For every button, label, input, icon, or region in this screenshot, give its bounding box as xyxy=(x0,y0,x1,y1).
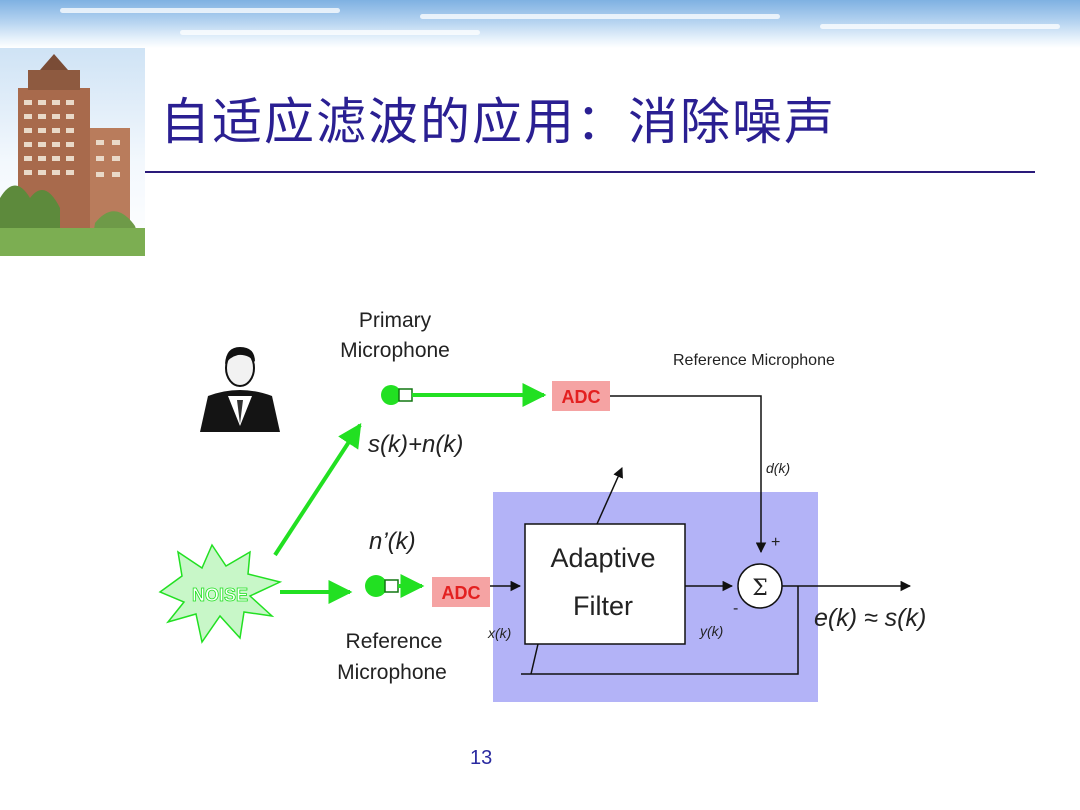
minus-sign: - xyxy=(733,600,738,617)
adaptive-filter-label-1: Adaptive xyxy=(550,543,655,573)
output-error-label: e(k) ≈ s(k) xyxy=(814,604,926,632)
reference-microphone-icon xyxy=(365,575,387,597)
primary-mic-label-1: Primary xyxy=(359,309,432,332)
adaptive-filter-label-2: Filter xyxy=(573,591,633,621)
reference-mic-top-label: Reference Microphone xyxy=(673,352,835,369)
adc-reference-box xyxy=(432,577,490,607)
page-number: 13 xyxy=(470,747,493,769)
campus-building-photo xyxy=(0,48,145,256)
reference-mic-label-1: Reference xyxy=(346,630,443,653)
title-underline xyxy=(145,171,1035,173)
noise-prime-label: n’(k) xyxy=(369,528,416,555)
header-sky-banner xyxy=(0,0,1080,48)
noise-cancellation-diagram: Primary Microphone ADC Reference Microph… xyxy=(158,309,926,702)
slide-title: 自适应滤波的应用：消除噪声 xyxy=(160,93,836,151)
speaker-person-icon xyxy=(200,347,280,432)
signal-plus-noise-label: s(k)+n(k) xyxy=(368,431,463,458)
adc-primary-label: ADC xyxy=(562,387,601,407)
noise-source-burst xyxy=(158,543,283,644)
y-label: y(k) xyxy=(699,623,723,639)
primary-mic-label-2: Microphone xyxy=(340,339,450,362)
adc-primary-box xyxy=(552,381,610,411)
noise-label: NOISE xyxy=(192,585,248,605)
adc-reference-label: ADC xyxy=(442,583,481,603)
d-label: d(k) xyxy=(766,460,790,476)
adaptive-filter-box xyxy=(524,523,686,645)
sum-symbol: Σ xyxy=(752,576,768,601)
x-label: x(k) xyxy=(487,625,511,641)
plus-sign: + xyxy=(771,534,780,551)
primary-microphone-icon xyxy=(381,385,401,405)
reference-mic-label-2: Microphone xyxy=(337,661,447,684)
